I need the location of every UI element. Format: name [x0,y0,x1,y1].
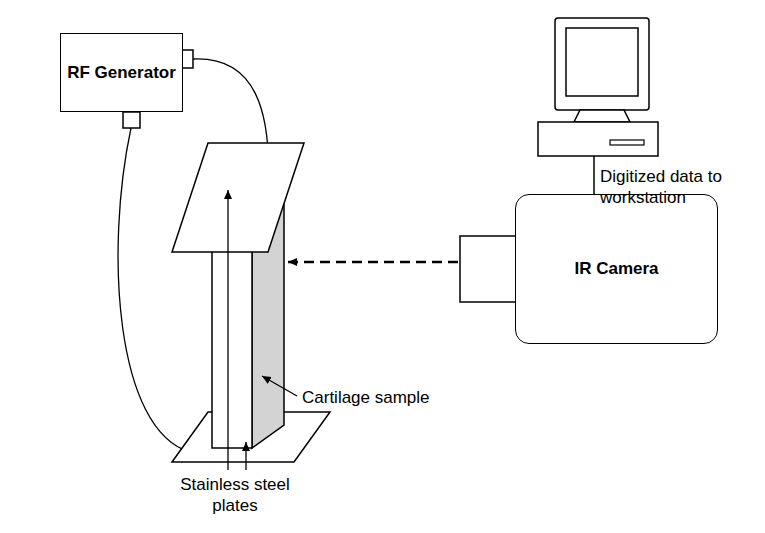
box-title: RF Generator [67,63,176,83]
steel-plate [172,143,304,252]
monitor-stand [574,110,630,122]
rf-generator-box: RF Generator [60,33,183,112]
leader-line [227,190,228,470]
computer-base [538,122,658,156]
rf-connector [123,112,140,128]
monitor-screen [566,28,638,96]
leader-line [262,376,297,396]
annotation-label: Digitized data to workstation [600,166,760,208]
monitor [555,18,649,110]
annotation-label: Cartilage sample [302,387,472,408]
data-cable [593,156,595,194]
box-title: IR Camera [574,259,658,279]
camera-lens [460,236,516,302]
cartilage-front [212,232,252,448]
ir-view-arrow [288,261,458,264]
drive-slot [610,140,644,145]
ir-camera-box: IR Camera [515,194,718,344]
wire [118,128,190,452]
leader-line [245,442,246,470]
annotation-label: Stainless steel plates [180,474,290,516]
